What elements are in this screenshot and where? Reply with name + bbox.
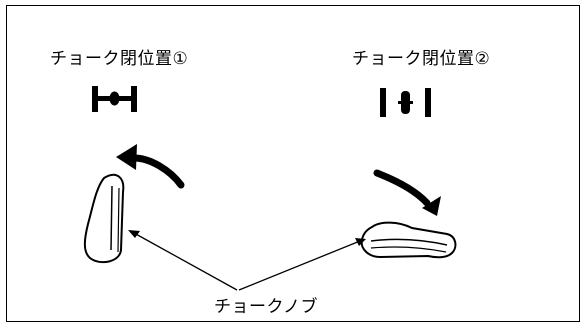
choke-closed-position-1-label: チョーク閉位置① (50, 49, 189, 69)
choke-position-1-symbol (92, 86, 137, 112)
diagram-frame (6, 5, 580, 322)
choke-position-2-symbol (380, 88, 431, 117)
choke-knob-label: チョークノブ (214, 297, 318, 317)
knob-leader-lines (128, 230, 366, 291)
choke-knob-horizontal (360, 221, 457, 259)
choke-knob-upright (83, 173, 125, 264)
rotate-left-arrow-icon (116, 144, 185, 189)
rotate-right-arrow-icon (373, 169, 441, 216)
choke-closed-position-2-label: チョーク閉位置② (352, 49, 491, 69)
